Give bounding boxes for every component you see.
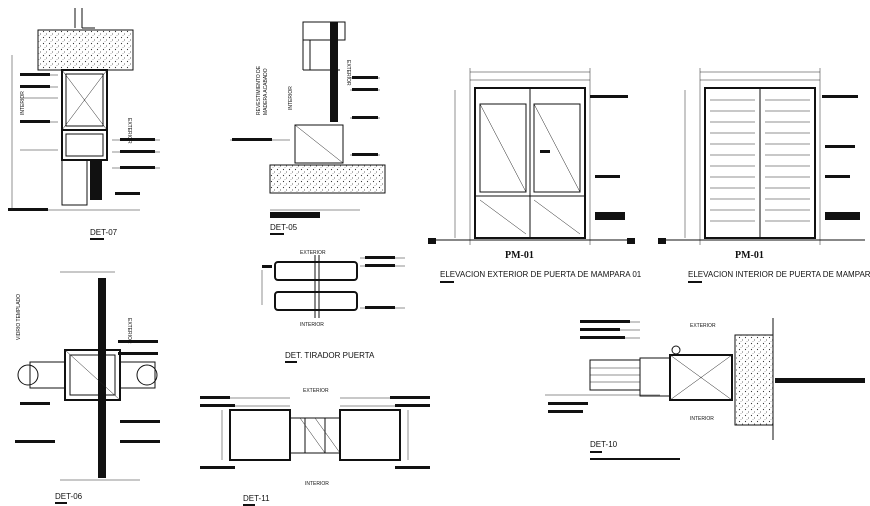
tirador-interior-label: INTERIOR bbox=[300, 322, 324, 328]
det-05-title: DET-05 bbox=[270, 223, 298, 232]
det11-exterior-label: EXTERIOR bbox=[303, 388, 329, 394]
det-tirador-drawing: EXTERIOR INTERIOR DET. TIRADOR PUERTA bbox=[261, 250, 405, 363]
det07-interior-label: INTERIOR bbox=[20, 91, 26, 115]
det10-interior-label: INTERIOR bbox=[690, 416, 714, 422]
det-11-title: DET-11 bbox=[243, 494, 270, 503]
pm01-int-tag: PM-01 bbox=[735, 250, 764, 261]
pm01-interior-elevation: PM-01 ELEVACION INTERIOR DE PUERTA DE MA… bbox=[658, 68, 870, 283]
pm01-exterior-elevation: PM-01 ELEVACION EXTERIOR DE PUERTA DE MA… bbox=[428, 68, 642, 283]
det-07-drawing: INTERIOR EXTERIOR DET-07 bbox=[8, 8, 160, 240]
svg-text:REVESTIMIENTO DE: REVESTIMIENTO DE bbox=[256, 65, 262, 115]
det-11-drawing: EXTERIOR INTERIOR DET-11 bbox=[200, 388, 430, 506]
det05-interior-label: INTERIOR bbox=[288, 86, 294, 110]
elev-ext-caption: ELEVACION EXTERIOR DE PUERTA DE MAMPARA … bbox=[440, 270, 642, 279]
svg-text:VIDRIO TEMPLADO: VIDRIO TEMPLADO bbox=[16, 294, 22, 340]
tirador-exterior-label: EXTERIOR bbox=[300, 250, 326, 256]
pm01-ext-tag: PM-01 bbox=[505, 250, 534, 261]
det11-interior-label: INTERIOR bbox=[305, 481, 329, 487]
det10-exterior-label: EXTERIOR bbox=[690, 323, 716, 329]
det-05-drawing: REVESTIMIENTO DE MADERA ACABADO INTERIOR… bbox=[230, 21, 386, 235]
det-06-title: DET-06 bbox=[55, 492, 83, 501]
tirador-title: DET. TIRADOR PUERTA bbox=[285, 351, 375, 360]
det07-exterior-label: EXTERIOR bbox=[126, 118, 132, 144]
det-10-title: DET-10 bbox=[590, 440, 618, 449]
elev-int-caption: ELEVACION INTERIOR DE PUERTA DE MAMPARA … bbox=[688, 270, 870, 279]
det-06-drawing: VIDRIO TEMPLADO EXTERIOR DET-06 bbox=[15, 271, 160, 504]
det-10-drawing: EXTERIOR INTERIOR DET-10 bbox=[545, 318, 865, 460]
det05-exterior-label: EXTERIOR bbox=[345, 60, 351, 86]
det06-exterior-label: EXTERIOR bbox=[126, 318, 132, 344]
svg-text:MADERA ACABADO: MADERA ACABADO bbox=[263, 68, 269, 115]
det-07-title: DET-07 bbox=[90, 228, 118, 237]
